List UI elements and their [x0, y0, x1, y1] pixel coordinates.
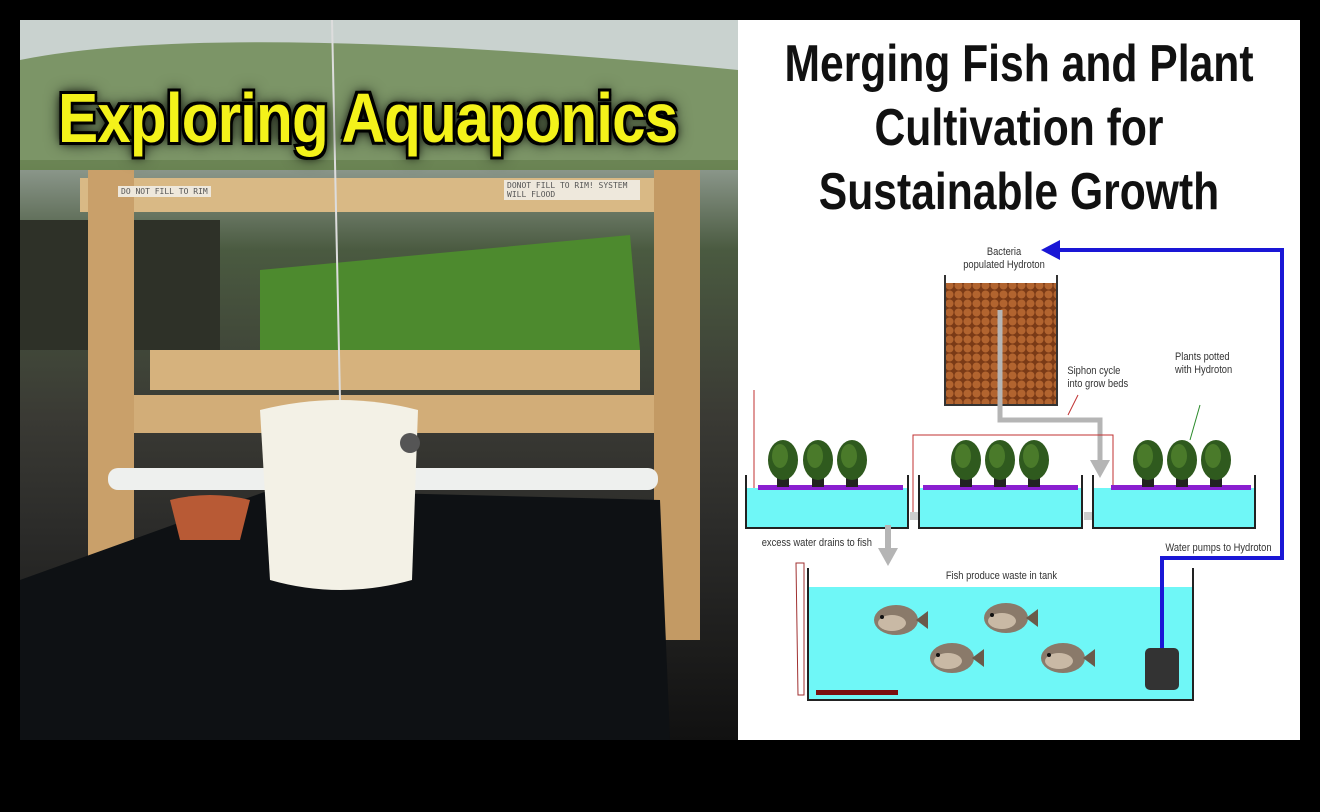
fish-tank: [807, 568, 1194, 701]
fish-icon: [984, 603, 1038, 633]
hanging-vines: [20, 42, 738, 170]
water-pump-icon: [1145, 648, 1179, 690]
photo-title: Exploring Aquaponics: [58, 79, 678, 157]
title-line-1: Merging Fish and Plant: [784, 35, 1254, 93]
drain-standpipe: [795, 562, 805, 696]
tank-bottom-drain: [816, 690, 898, 695]
label-drain: excess water drains to fish: [761, 537, 872, 549]
title-line-2: Cultivation for: [874, 99, 1164, 157]
grow-bed-plants: [260, 235, 640, 360]
diagram-graphics: [745, 240, 1284, 701]
plants-pointer: [1189, 404, 1201, 441]
plant-icon: [768, 440, 798, 487]
fish-icon: [930, 643, 984, 673]
bucket-fitting: [400, 433, 420, 453]
aquaponics-diagram: Merging Fish and Plant Cultivation for S…: [738, 20, 1300, 740]
return-arrow-icon: [1041, 240, 1060, 260]
return-pipe: [1053, 248, 1284, 650]
left-post: [88, 170, 134, 590]
grow-beds: [745, 475, 1256, 529]
diagram-title: Merging Fish and Plant Cultivation for S…: [738, 32, 1300, 224]
plant-icon: [803, 440, 833, 487]
warning-sign-right: DONOT FILL TO RIM! SYSTEM WILL FLOOD: [504, 180, 640, 200]
plant-icon: [985, 440, 1015, 487]
potted-plants: [768, 440, 1231, 487]
plant-icon: [837, 440, 867, 487]
flower-pot: [170, 495, 250, 540]
siphon-arrow-icon: [1090, 460, 1110, 478]
fish-icon: [1041, 643, 1095, 673]
plant-icon: [1167, 440, 1197, 487]
overflow-line: [912, 434, 1114, 520]
plant-icon: [1201, 440, 1231, 487]
label-pump: Water pumps to Hydroton: [1165, 542, 1272, 554]
hanging-rope: [331, 20, 341, 401]
plant-icon: [951, 440, 981, 487]
fish-tank-water: [20, 490, 670, 740]
siphon-pointer: [1067, 394, 1079, 416]
drain-arrow-icon: [878, 548, 898, 566]
aquaponics-photo: DO NOT FILL TO RIM DONOT FILL TO RIM! SY…: [20, 20, 738, 740]
swirl-filter-bucket: [260, 400, 418, 590]
title-line-3: Sustainable Growth: [818, 163, 1220, 221]
greenhouse-scene: [20, 20, 738, 740]
plant-icon: [1019, 440, 1049, 487]
warning-sign-left: DO NOT FILL TO RIM: [118, 186, 211, 197]
grow-bed-frame: [150, 350, 640, 390]
label-fish: Fish produce waste in tank: [945, 570, 1058, 582]
plant-icon: [1133, 440, 1163, 487]
tilapia-fish: [874, 603, 1095, 673]
fish-icon: [874, 605, 928, 635]
siphon-pipe: [997, 310, 1103, 465]
